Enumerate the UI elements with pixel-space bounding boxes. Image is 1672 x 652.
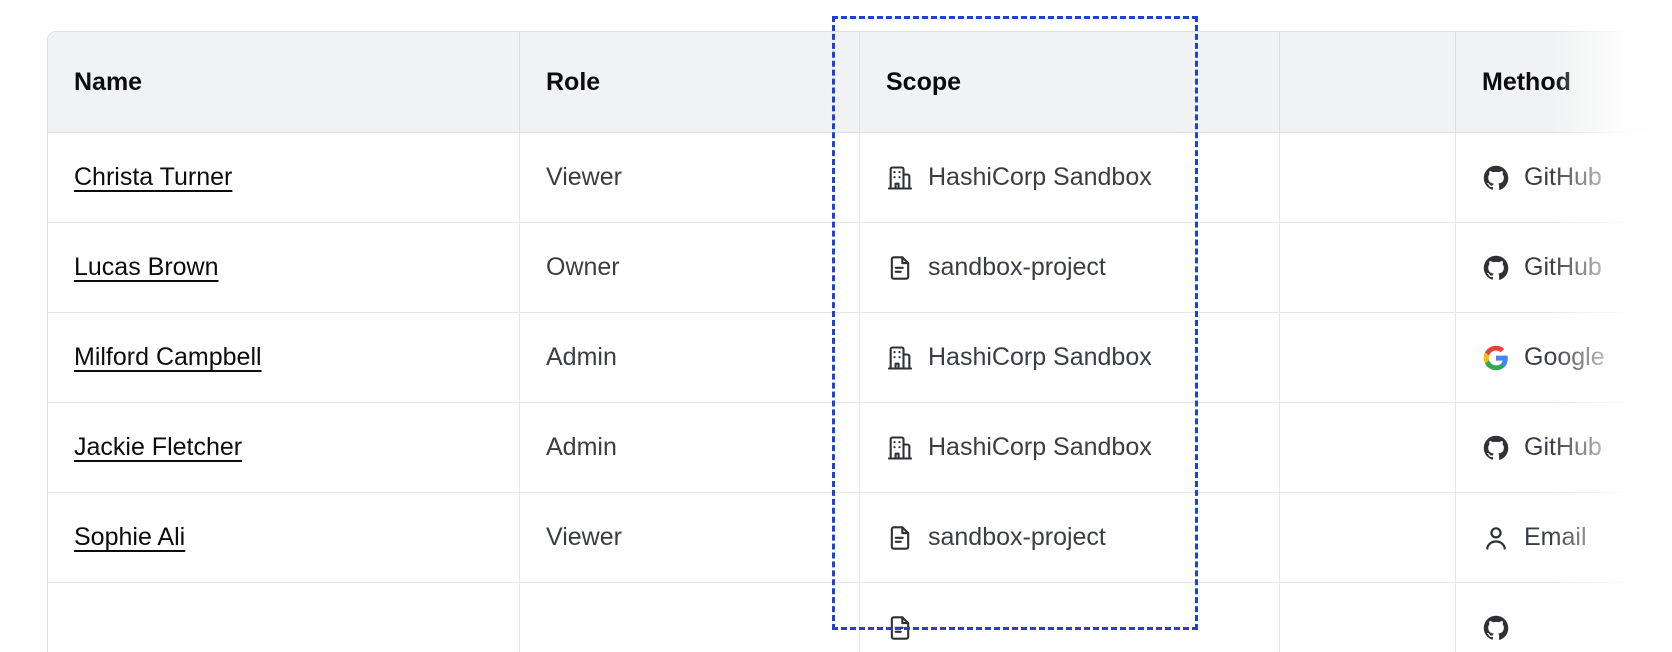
cell-role: Viewer <box>520 133 860 223</box>
user-icon <box>1482 524 1510 552</box>
building-icon <box>886 164 914 192</box>
cell-role: Admin <box>520 403 860 493</box>
cell-method: GitHub <box>1456 133 1672 223</box>
cell-name: Jackie Fletcher <box>48 403 520 493</box>
method-label: GitHub <box>1524 253 1602 281</box>
scope-label: HashiCorp Sandbox <box>928 433 1152 461</box>
cell-method: Email <box>1456 493 1672 583</box>
column-header-scope[interactable]: Scope <box>860 32 1280 133</box>
cell-role: Viewer <box>520 493 860 583</box>
permissions-table: Name Role Scope Method Christa Turner Vi… <box>47 31 1672 652</box>
method-label: Email <box>1524 523 1587 551</box>
cell-name: Christa Turner <box>48 133 520 223</box>
document-icon <box>886 524 914 552</box>
cell-name: Lucas Brown <box>48 223 520 313</box>
cell-blank <box>1280 313 1456 403</box>
cell-blank <box>1280 493 1456 583</box>
column-header-name[interactable]: Name <box>48 32 520 133</box>
cell-method: GitHub <box>1456 403 1672 493</box>
cell-method: GitHub <box>1456 223 1672 313</box>
method-label: Google <box>1524 343 1605 371</box>
scope-label: sandbox-project <box>928 523 1106 551</box>
column-header-blank[interactable] <box>1280 32 1456 133</box>
cell-name: Milford Campbell <box>48 313 520 403</box>
cell-blank <box>1280 223 1456 313</box>
user-name-link[interactable]: Sophie Ali <box>74 523 186 551</box>
table-row <box>48 583 1672 652</box>
cell-scope <box>860 583 1280 652</box>
cell-blank <box>1280 133 1456 223</box>
scope-label: sandbox-project <box>928 253 1106 281</box>
scope-label: HashiCorp Sandbox <box>928 163 1152 191</box>
cell-method <box>1456 583 1672 652</box>
column-header-role[interactable]: Role <box>520 32 860 133</box>
table-header-row: Name Role Scope Method <box>48 32 1672 133</box>
github-icon <box>1482 434 1510 462</box>
user-name-link[interactable]: Lucas Brown <box>74 253 219 281</box>
document-icon <box>886 254 914 282</box>
user-name-link[interactable]: Christa Turner <box>74 163 233 191</box>
cell-blank <box>1280 403 1456 493</box>
method-label: GitHub <box>1524 163 1602 191</box>
cell-name <box>48 583 520 652</box>
cell-scope: sandbox-project <box>860 493 1280 583</box>
scope-label: HashiCorp Sandbox <box>928 343 1152 371</box>
table-row: Milford Campbell Admin <box>48 313 1672 403</box>
google-icon <box>1482 344 1510 372</box>
cell-name: Sophie Ali <box>48 493 520 583</box>
cell-scope: HashiCorp Sandbox <box>860 313 1280 403</box>
cell-role: Admin <box>520 313 860 403</box>
user-name-link[interactable]: Milford Campbell <box>74 343 262 371</box>
table-body: Christa Turner Viewer <box>48 133 1672 652</box>
cell-method: Google <box>1456 313 1672 403</box>
cell-scope: HashiCorp Sandbox <box>860 133 1280 223</box>
table-row: Lucas Brown Owner <box>48 223 1672 313</box>
table-row: Christa Turner Viewer <box>48 133 1672 223</box>
method-label: GitHub <box>1524 433 1602 461</box>
building-icon <box>886 344 914 372</box>
github-icon <box>1482 254 1510 282</box>
cell-role <box>520 583 860 652</box>
cell-blank <box>1280 583 1456 652</box>
document-icon <box>886 614 914 642</box>
cell-scope: sandbox-project <box>860 223 1280 313</box>
permissions-table-container: Name Role Scope Method Christa Turner Vi… <box>47 31 1672 652</box>
building-icon <box>886 434 914 462</box>
table-header: Name Role Scope Method <box>48 32 1672 133</box>
user-name-link[interactable]: Jackie Fletcher <box>74 433 243 461</box>
column-header-method[interactable]: Method <box>1456 32 1672 133</box>
cell-role: Owner <box>520 223 860 313</box>
table-row: Sophie Ali Viewer <box>48 493 1672 583</box>
cell-scope: HashiCorp Sandbox <box>860 403 1280 493</box>
github-icon <box>1482 164 1510 192</box>
github-icon <box>1482 614 1510 642</box>
table-row: Jackie Fletcher Admin <box>48 403 1672 493</box>
